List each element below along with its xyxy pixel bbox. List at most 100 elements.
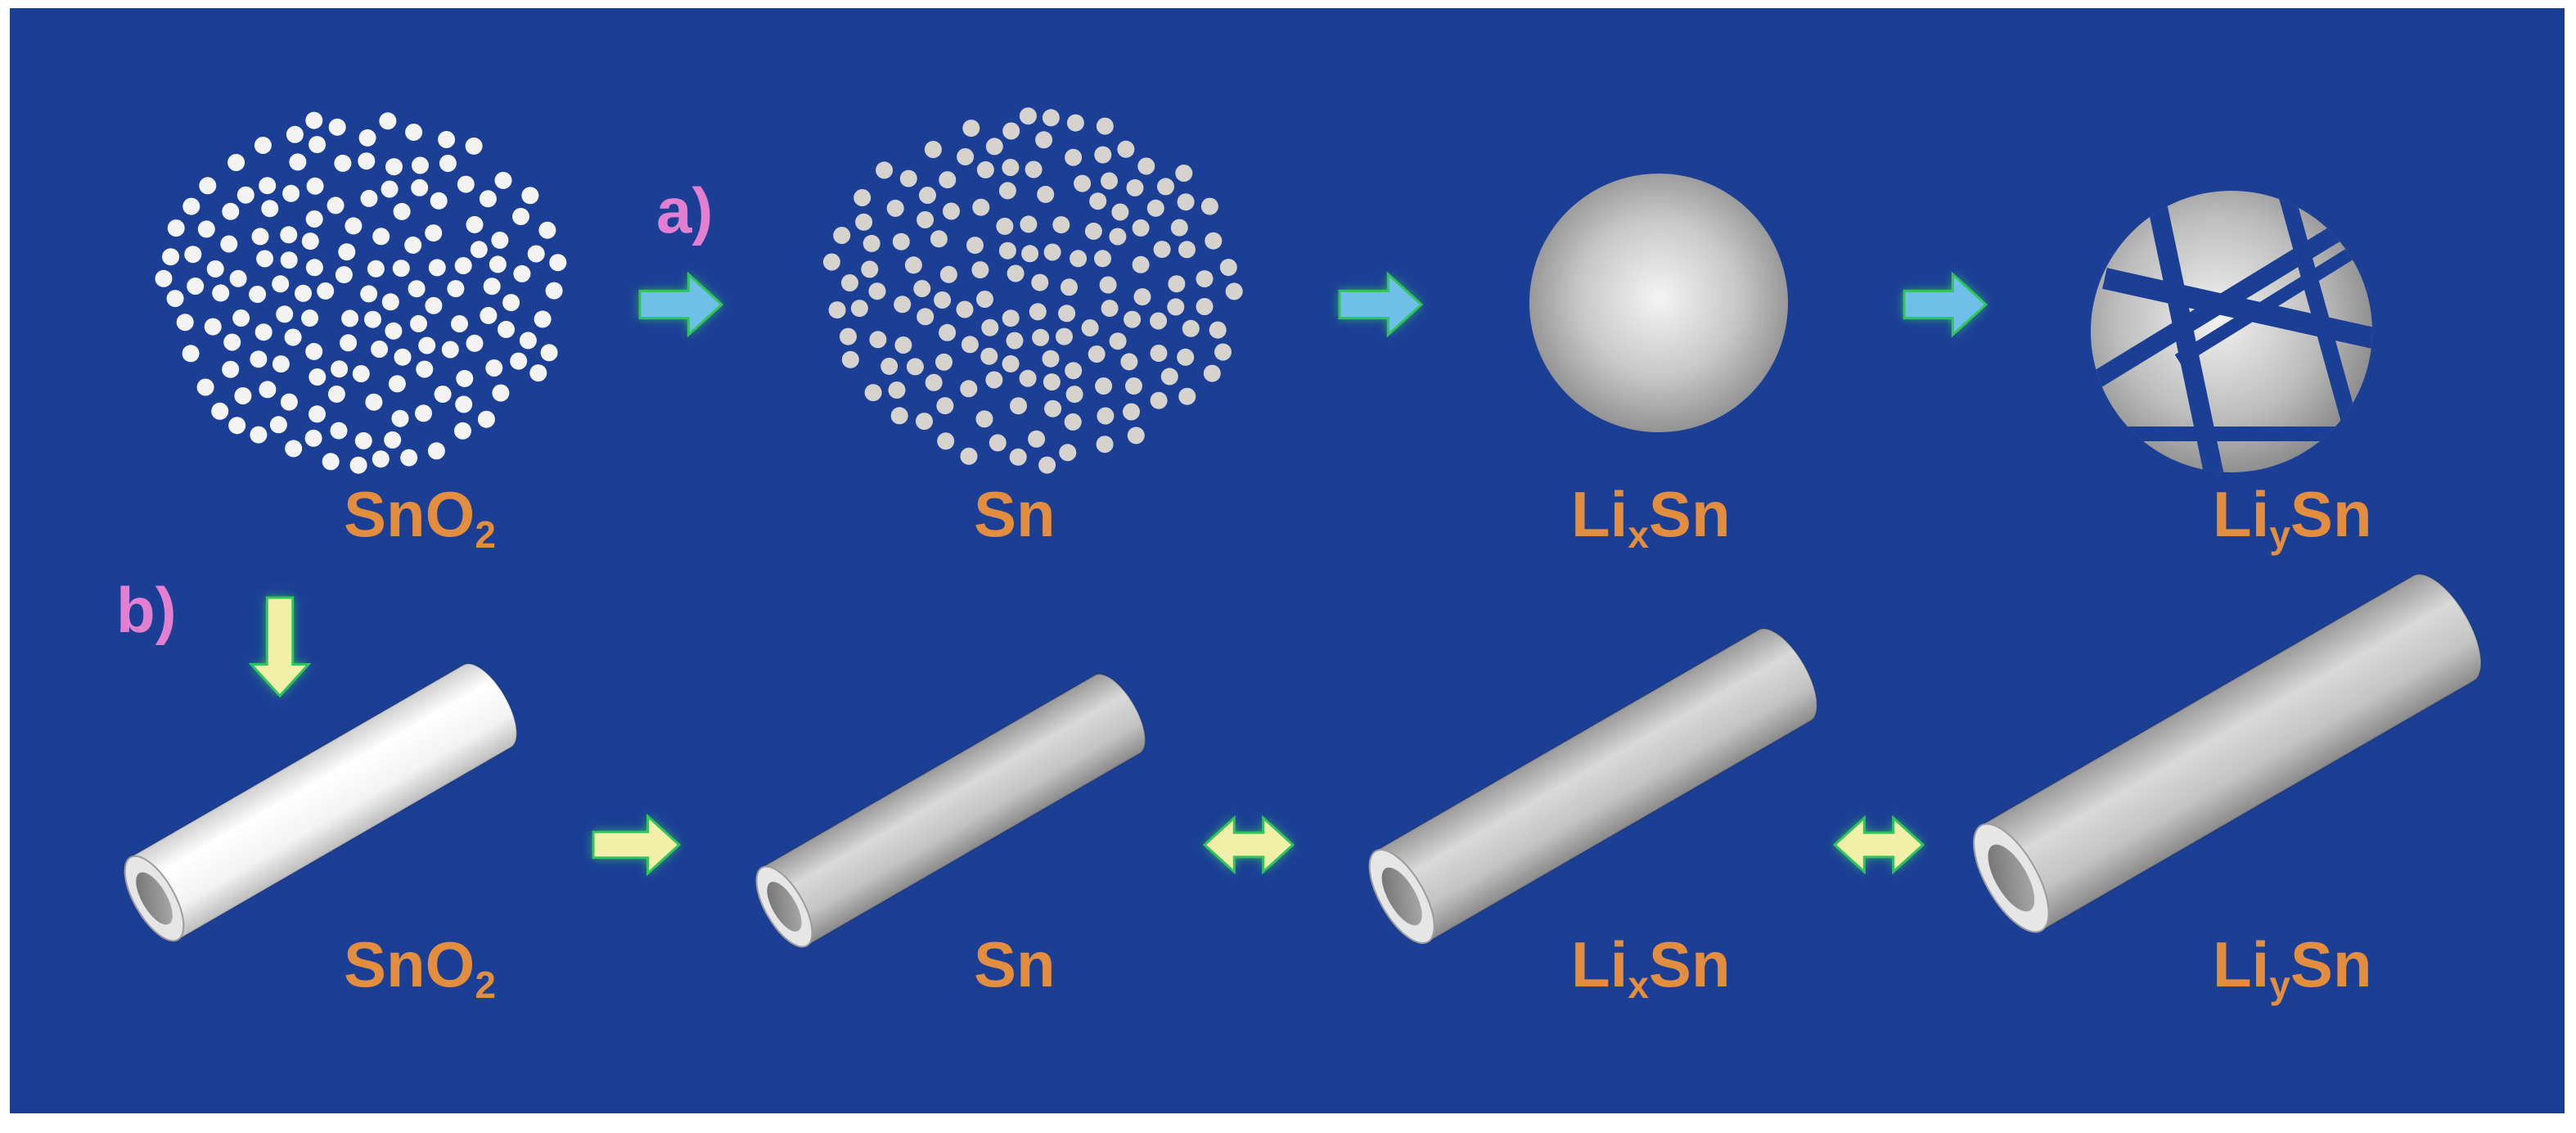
particle	[957, 148, 975, 165]
particle	[1170, 219, 1188, 237]
particle	[381, 180, 399, 198]
particle	[182, 345, 200, 363]
label-a-lixsn: LixSn	[1571, 478, 1731, 556]
particle	[1177, 193, 1195, 211]
particle	[410, 314, 427, 332]
particle	[1109, 228, 1127, 246]
crack-line	[2144, 191, 2229, 472]
particle	[206, 260, 224, 278]
particle	[385, 322, 403, 340]
particle	[894, 296, 912, 314]
particle	[1032, 328, 1050, 346]
particle	[272, 355, 290, 373]
particle	[519, 332, 537, 350]
particle	[1117, 140, 1135, 158]
particle	[960, 447, 978, 465]
particle	[841, 274, 858, 291]
particle	[276, 305, 294, 323]
particle	[251, 228, 269, 246]
sn-particle-cluster	[822, 107, 1243, 474]
particle	[187, 278, 205, 295]
particle	[289, 153, 307, 171]
particle	[349, 456, 367, 474]
particle	[868, 282, 886, 300]
particle	[280, 393, 298, 411]
particle	[498, 320, 515, 338]
particle	[1002, 122, 1020, 140]
sno2-nanotube	[124, 662, 518, 942]
particle	[1160, 368, 1178, 386]
particle	[1157, 178, 1174, 196]
particle	[379, 112, 397, 130]
particle	[197, 220, 215, 238]
particle	[416, 360, 434, 378]
particle	[998, 182, 1016, 200]
particle	[529, 364, 547, 382]
particle	[937, 432, 955, 450]
particle	[1042, 350, 1060, 368]
particle	[360, 285, 378, 303]
particle	[1123, 403, 1140, 421]
particle	[212, 284, 230, 302]
particle	[1037, 185, 1055, 203]
particle	[1065, 386, 1083, 404]
particle	[360, 189, 378, 207]
step-b-label: b)	[116, 574, 177, 646]
particle	[284, 328, 302, 346]
particle	[328, 118, 346, 136]
arrow-b2	[1202, 815, 1295, 875]
particle	[305, 210, 323, 228]
particle	[892, 232, 910, 251]
particle	[234, 387, 252, 404]
sn-nanotube	[755, 673, 1146, 948]
particle	[840, 327, 857, 345]
particle	[308, 368, 327, 386]
particle	[502, 294, 520, 312]
particle	[384, 431, 402, 449]
particle	[1074, 174, 1092, 192]
particle	[521, 187, 539, 205]
label-a-sn: Sn	[974, 478, 1056, 550]
particle	[489, 255, 507, 273]
particle	[338, 243, 356, 261]
particle	[924, 141, 942, 159]
particle	[935, 353, 952, 371]
particle	[470, 241, 488, 259]
particle	[1209, 321, 1227, 339]
particle	[1101, 300, 1119, 318]
particle	[441, 341, 459, 359]
particle	[916, 308, 934, 326]
particle	[1052, 216, 1070, 234]
particle	[1066, 114, 1084, 132]
particle	[890, 407, 908, 425]
particle	[480, 306, 498, 324]
particle	[1196, 298, 1214, 315]
particle	[485, 359, 503, 377]
particle	[939, 323, 957, 341]
particle	[322, 453, 340, 471]
particle	[250, 350, 268, 368]
particle	[853, 189, 871, 206]
particle	[939, 171, 957, 189]
particle	[934, 291, 952, 309]
particle	[1094, 146, 1112, 164]
particle	[985, 371, 1003, 389]
particle	[394, 348, 412, 366]
particle	[1059, 444, 1077, 462]
particle	[1168, 275, 1186, 293]
particle	[1225, 282, 1243, 300]
particle	[1196, 270, 1214, 288]
particle	[1167, 298, 1185, 316]
particle	[1028, 430, 1046, 448]
particle	[184, 246, 202, 264]
particle	[199, 177, 217, 195]
particle	[162, 248, 180, 266]
particle	[936, 397, 954, 415]
particle	[1031, 273, 1049, 291]
particle	[211, 402, 229, 420]
particle	[1095, 377, 1113, 395]
particle	[861, 260, 879, 278]
particle	[358, 152, 376, 170]
particle	[534, 310, 552, 328]
